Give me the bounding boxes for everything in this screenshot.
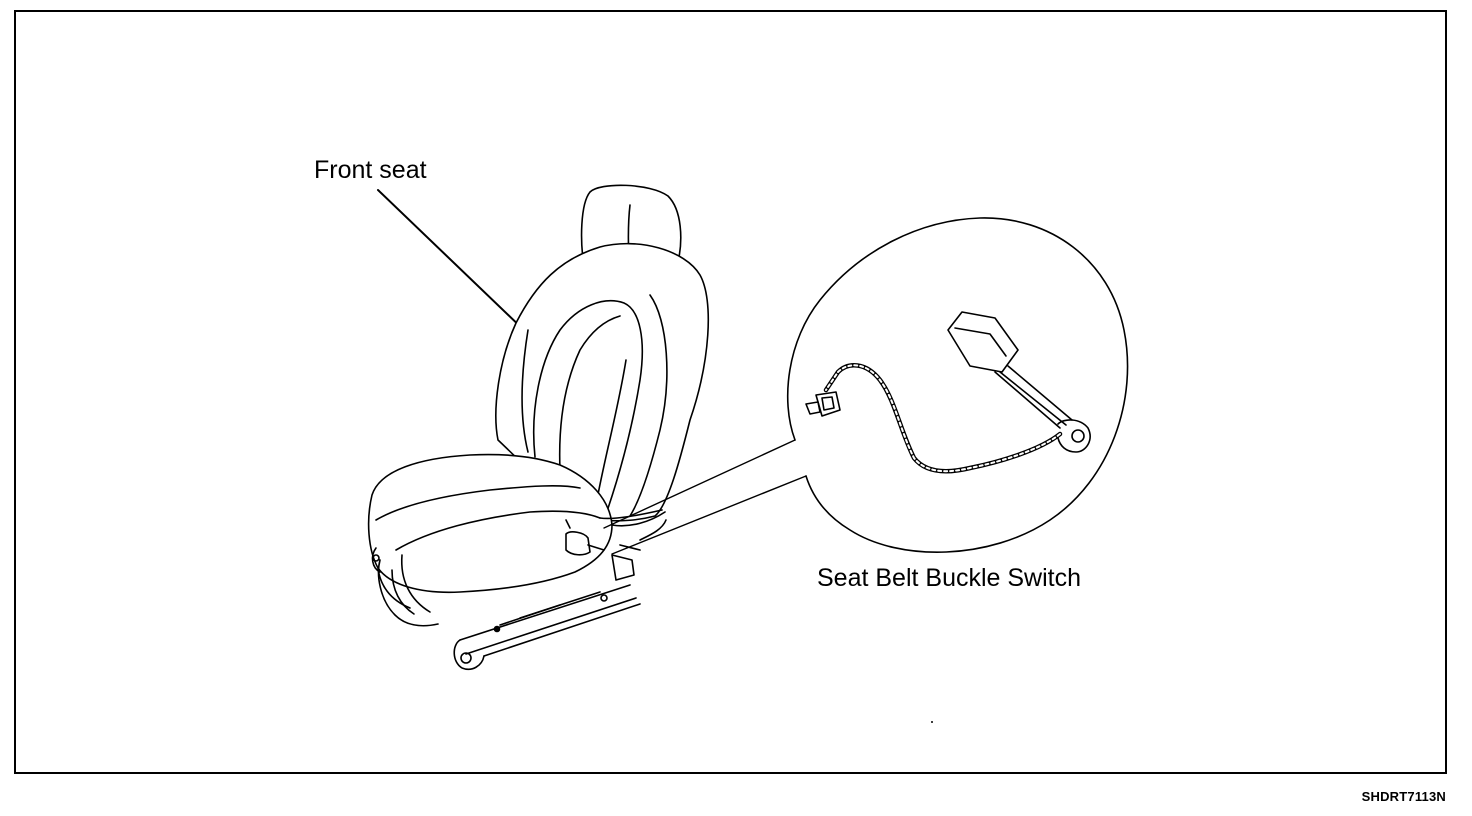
detail-circle — [786, 217, 1129, 553]
seat-backrest — [495, 242, 710, 522]
front-seat-label: Front seat — [314, 156, 427, 184]
figure-frame — [14, 10, 1447, 774]
buckle-switch-label: Seat Belt Buckle Switch — [817, 564, 1082, 592]
callout-line-lower — [611, 475, 807, 555]
seat-frame-rails — [371, 519, 667, 671]
stray-mark — [931, 721, 933, 723]
buckle-switch-detail — [805, 311, 1091, 474]
seat-cushion — [367, 453, 666, 613]
figure-code: SHDRT7113N — [1361, 789, 1446, 804]
front-seat-leader-arrow — [377, 189, 529, 335]
callout-line-upper — [603, 439, 796, 529]
seat-belt-buckle-on-seat — [565, 519, 605, 556]
